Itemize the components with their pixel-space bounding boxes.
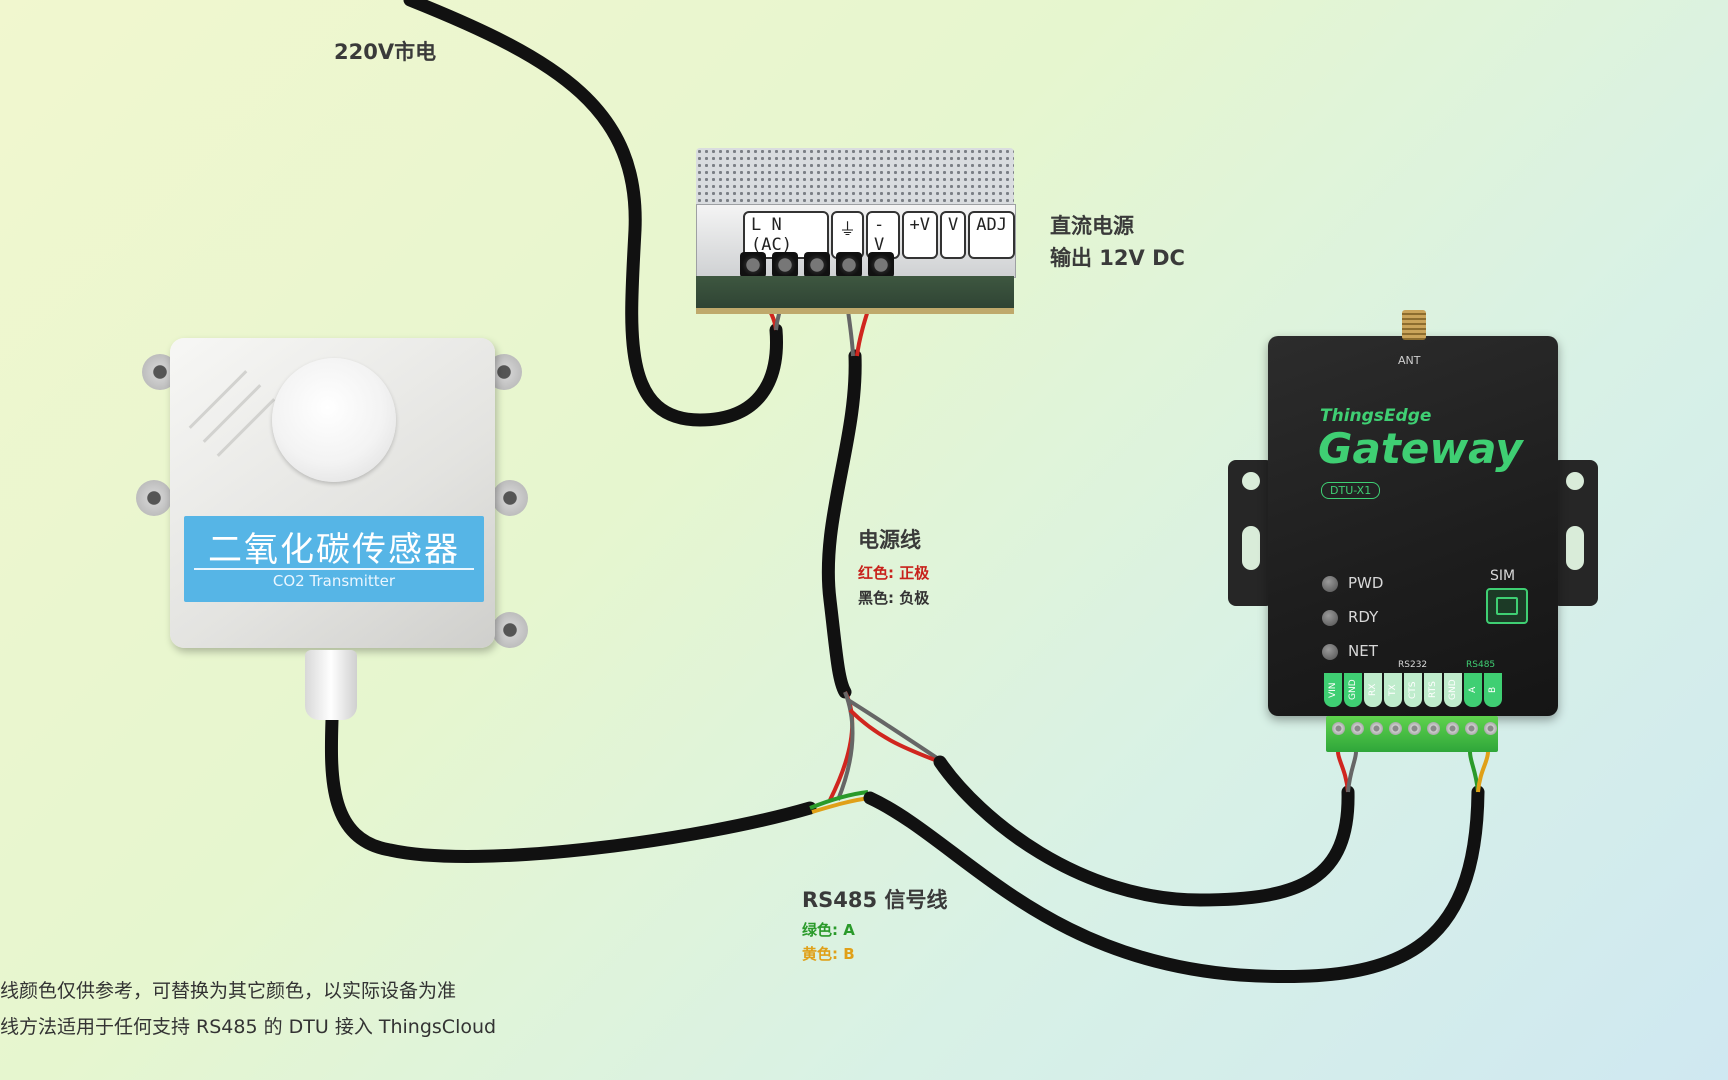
gateway-power-red xyxy=(1336,751,1350,793)
psu-terminal-ln: L N (AC) xyxy=(743,211,830,259)
psu-screw xyxy=(772,252,798,278)
psu-title-label: 直流电源 xyxy=(1050,214,1134,238)
sim-card-icon xyxy=(1486,588,1528,624)
signal-green xyxy=(809,790,869,810)
gateway-signal-cable xyxy=(863,785,1485,984)
gateway-model-badge: DTU-X1 xyxy=(1321,482,1381,499)
power-red-note: 红色: 正极 xyxy=(858,564,930,582)
led-pwd-label: PWD xyxy=(1348,574,1384,592)
gateway-power-gray xyxy=(1346,751,1358,793)
sensor-nameplate: 二氧化碳传感器 CO2 Transmitter xyxy=(184,516,484,602)
sensor-cable xyxy=(324,713,817,863)
sensor-cable-gland xyxy=(305,650,357,720)
terminal-screw xyxy=(1389,722,1402,735)
terminal-a: A xyxy=(1464,673,1482,707)
power-line-label: 电源线 xyxy=(858,528,921,552)
gateway-housing xyxy=(1268,336,1558,716)
psu-output-label: 输出 12V DC xyxy=(1050,246,1185,270)
sensor-dome xyxy=(272,358,396,482)
antenna-label: ANT xyxy=(1398,354,1421,367)
terminal-b: B xyxy=(1484,673,1502,707)
terminal-gnd: GND xyxy=(1344,673,1362,707)
psu-terminal-pos: +V xyxy=(901,211,939,259)
sensor-mount-ear xyxy=(492,612,528,648)
mains-label: 220V市电 xyxy=(334,40,437,64)
terminal-screw xyxy=(1484,722,1497,735)
gateway-power-cable xyxy=(933,755,1355,907)
led-rdy xyxy=(1322,610,1338,626)
terminal-screw xyxy=(1408,722,1421,735)
gateway-mount-ear xyxy=(1552,460,1598,606)
gateway-mount-slot xyxy=(1242,526,1260,570)
sensor-title: 二氧化碳传感器 xyxy=(208,530,460,570)
rs232-group-label: RS232 xyxy=(1398,660,1428,670)
sensor-mount-ear xyxy=(136,480,172,516)
psu-screw xyxy=(740,252,766,278)
rs485-group-label: RS485 xyxy=(1466,660,1496,670)
sim-label: SIM xyxy=(1490,568,1516,584)
psu-terminal-adj: ADJ xyxy=(968,211,1015,259)
power-black-note: 黑色: 负极 xyxy=(858,589,930,607)
gateway-mount-ear xyxy=(1228,460,1274,606)
antenna-connector xyxy=(1402,310,1426,340)
gateway-terminal-block xyxy=(1326,716,1498,752)
led-pwd xyxy=(1322,576,1338,592)
sensor-divider xyxy=(194,568,474,570)
terminal-screw xyxy=(1427,722,1440,735)
terminal-screw xyxy=(1370,722,1383,735)
gateway-brand-small: ThingsEdge xyxy=(1320,406,1432,426)
split-gray xyxy=(836,691,855,801)
psu-terminal-v: V xyxy=(940,211,967,259)
terminal-vin: VIN xyxy=(1324,673,1342,707)
dc-cable xyxy=(821,349,862,699)
gateway-terminal-labels: VIN GND RX TX CTS RTS GND A B xyxy=(1324,673,1502,707)
psu-screw xyxy=(836,252,862,278)
led-net xyxy=(1322,644,1338,660)
note-wire-colors: 线颜色仅供参考，可替换为其它颜色，以实际设备为准 xyxy=(0,980,457,1002)
led-rdy-label: RDY xyxy=(1348,608,1379,626)
psu-circuit-board xyxy=(696,276,1014,314)
terminal-screw xyxy=(1465,722,1478,735)
co2-sensor: 二氧化碳传感器 CO2 Transmitter xyxy=(136,338,528,648)
terminal-screw xyxy=(1351,722,1364,735)
terminal-rx: RX xyxy=(1364,673,1382,707)
split-gray-2 xyxy=(846,698,942,762)
dc-power-supply: L N (AC) ⏚ -V +V V ADJ xyxy=(696,148,1016,328)
rs485-green-note: 绿色: A xyxy=(802,921,855,939)
led-net-label: NET xyxy=(1348,642,1378,660)
terminal-rts: RTS xyxy=(1424,673,1442,707)
psu-screw xyxy=(804,252,830,278)
rs485-yellow-note: 黄色: B xyxy=(802,945,855,963)
psu-screw xyxy=(868,252,894,278)
terminal-gnd-2: GND xyxy=(1444,673,1462,707)
terminal-cts: CTS xyxy=(1404,673,1422,707)
rs485-line-label: RS485 信号线 xyxy=(802,888,948,912)
split-red-2 xyxy=(848,708,941,764)
sensor-subtitle: CO2 Transmitter xyxy=(272,572,396,590)
psu-vent-mesh xyxy=(696,148,1014,210)
gateway-mount-slot xyxy=(1566,526,1584,570)
note-compatibility: 线方法适用于任何支持 RS485 的 DTU 接入 ThingsCloud xyxy=(0,1016,497,1038)
gateway-device: ANT ThingsEdge Gateway DTU-X1 PWD RDY NE… xyxy=(1228,310,1598,716)
gateway-mount-hole xyxy=(1566,472,1584,490)
terminal-screw xyxy=(1446,722,1459,735)
sensor-mount-ear xyxy=(492,480,528,516)
gateway-mount-hole xyxy=(1242,472,1260,490)
terminal-screw xyxy=(1332,722,1345,735)
gateway-signal-yellow xyxy=(1476,751,1490,793)
psu-terminal-labels: L N (AC) ⏚ -V +V V ADJ xyxy=(743,211,1015,259)
gateway-brand-large: Gateway xyxy=(1318,424,1523,473)
terminal-tx: TX xyxy=(1384,673,1402,707)
mains-cable xyxy=(403,0,783,427)
